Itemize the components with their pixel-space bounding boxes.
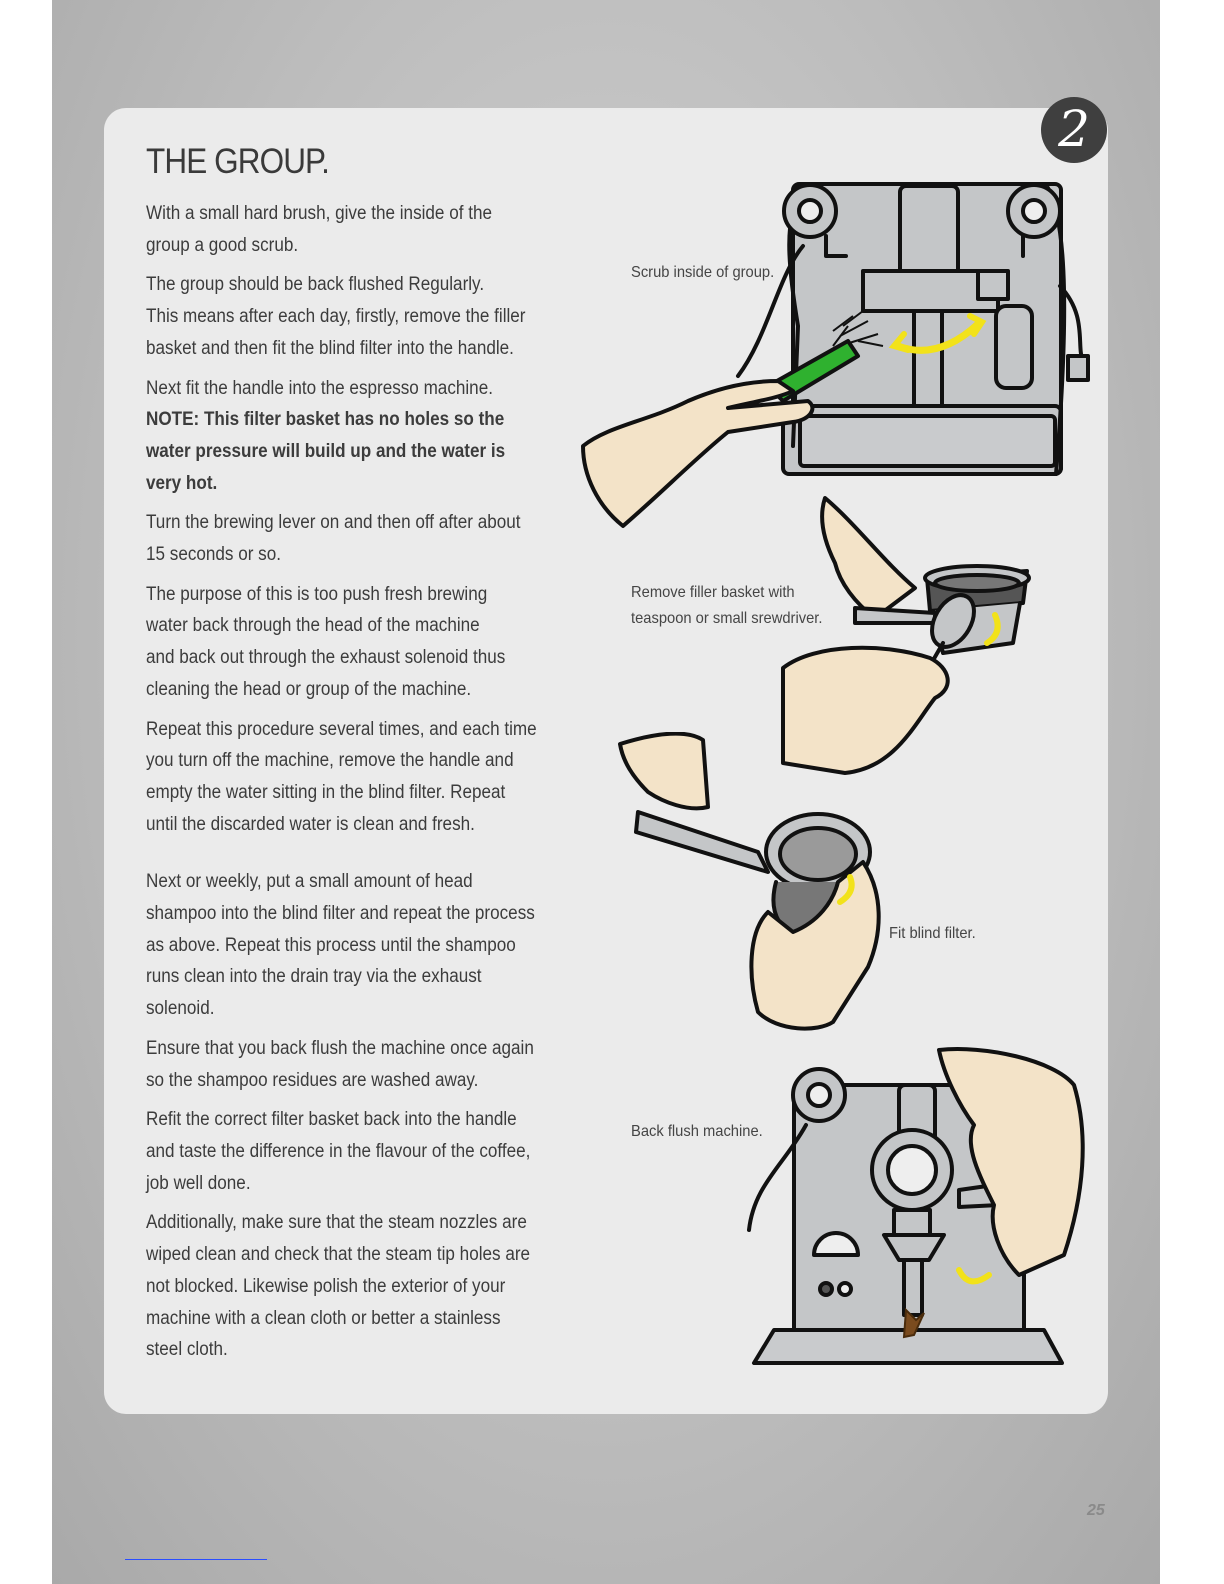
caption-fit-blind-filter: Fit blind filter. [889, 925, 976, 942]
paragraph-back-flush: The group should be back flushed Regular… [146, 274, 526, 359]
caption-scrub: Scrub inside of group. [631, 264, 775, 281]
paragraph-fit-handle: Next fit the handle into the espresso ma… [146, 373, 542, 500]
page-number: 25 [1087, 1502, 1105, 1519]
scrub-group-illustration [581, 182, 1090, 528]
paragraph-repeat: Repeat this procedure several times, and… [146, 718, 537, 835]
paragraph-flush-again: Ensure that you back flush the machine o… [146, 1037, 534, 1091]
paragraph-shampoo: Next or weekly, put a small amount of he… [146, 871, 535, 1020]
note-warning: NOTE: This filter basket has no holes so… [146, 409, 506, 494]
caption-back-flush: Back flush machine. [631, 1123, 763, 1140]
paragraph-brewing-lever: Turn the brewing lever on and then off a… [146, 512, 521, 566]
footer-link-underline [125, 1559, 267, 1560]
paragraph-refit: Refit the correct filter basket back int… [146, 1109, 531, 1194]
page-title: THE GROUP. [146, 142, 330, 181]
fit-blind-filter-illustration [618, 732, 881, 1031]
remove-basket-illustration [781, 496, 1031, 775]
paragraph-steam-nozzles: Additionally, make sure that the steam n… [146, 1212, 531, 1361]
caption-remove-basket: Remove filler basket with teaspoon or sm… [631, 584, 823, 627]
paragraph-purpose: The purpose of this is too push fresh br… [146, 583, 506, 700]
section-number-badge: 2 [1041, 97, 1107, 163]
instructions-text: With a small hard brush, give the inside… [146, 198, 542, 1374]
paragraph-scrub: With a small hard brush, give the inside… [146, 203, 492, 256]
fit-handle-text: Next fit the handle into the espresso ma… [146, 377, 493, 399]
back-flush-illustration [747, 1047, 1085, 1365]
